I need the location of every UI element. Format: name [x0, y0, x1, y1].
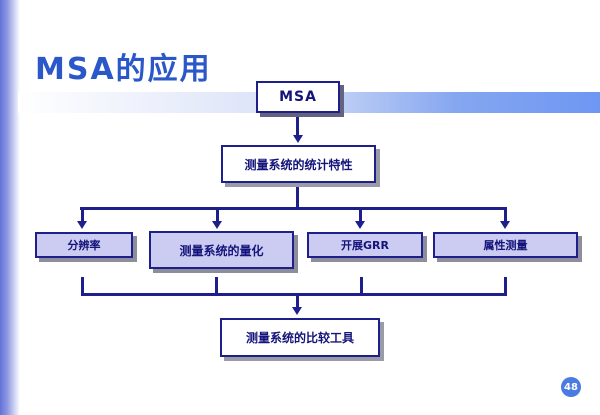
- flowchart-node-msa: MSA: [256, 81, 340, 113]
- left-gradient-strip: [0, 0, 20, 415]
- drop-line-grr: [359, 209, 362, 222]
- connector-to-comparison-line: [296, 295, 299, 308]
- connector-to-comparison-arrowhead: [292, 307, 302, 315]
- stub-grr: [360, 277, 363, 296]
- top-horizontal-rail: [80, 207, 507, 210]
- stub-quantification: [215, 277, 218, 296]
- connector-stat-feed-line: [296, 183, 299, 210]
- flowchart-node-resolution: 分辨率: [35, 232, 133, 258]
- flowchart-node-quantification: 测量系统的量化: [149, 231, 294, 269]
- stub-attribute: [504, 277, 507, 296]
- stub-resolution: [81, 277, 84, 296]
- drop-arrowhead-quantification: [212, 221, 222, 229]
- drop-arrowhead-resolution: [77, 221, 87, 229]
- flowchart-node-attribute-measurement: 属性测量: [433, 232, 578, 258]
- page-number-badge: 48: [561, 377, 581, 397]
- drop-line-attribute: [504, 209, 507, 222]
- connector-msa-to-stat-line: [296, 113, 299, 136]
- drop-line-quantification: [216, 209, 219, 222]
- flowchart-node-grr: 开展GRR: [307, 232, 423, 258]
- flowchart-node-statistical-characteristics: 测量系统的统计特性: [221, 145, 376, 183]
- slide-title: MSA的应用: [35, 52, 212, 87]
- bottom-horizontal-rail: [81, 293, 507, 296]
- drop-arrowhead-grr: [355, 221, 365, 229]
- drop-arrowhead-attribute: [500, 221, 510, 229]
- connector-msa-to-stat-arrowhead: [293, 135, 303, 143]
- flowchart-node-comparison-tools: 测量系统的比较工具: [220, 318, 380, 357]
- drop-line-resolution: [81, 209, 84, 222]
